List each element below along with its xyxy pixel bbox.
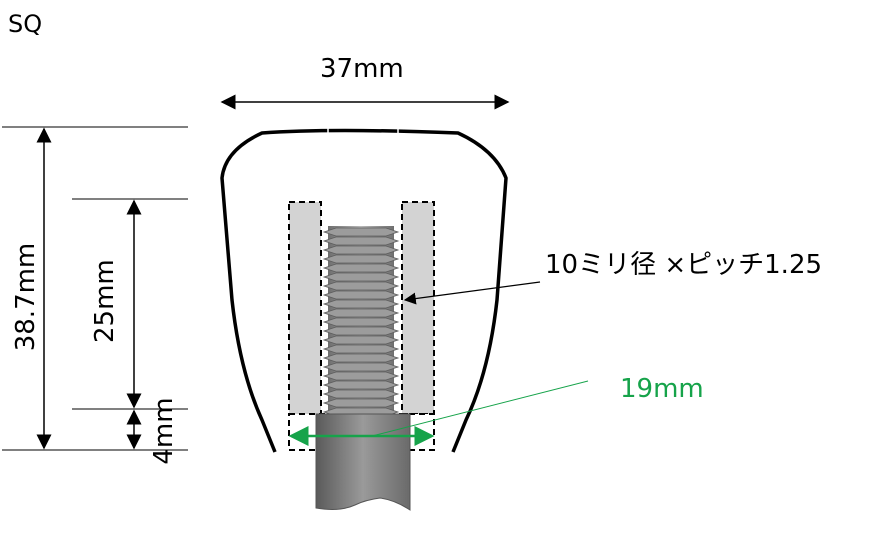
thread-ridge — [322, 317, 400, 327]
thread-ridge — [322, 344, 400, 354]
insert-width-label: 19mm — [620, 374, 704, 404]
thread-ridge — [322, 371, 400, 381]
thread-ridge — [322, 380, 400, 390]
thread-ridge — [322, 254, 400, 264]
insert-width-leader — [371, 380, 589, 437]
extension-lines — [2, 126, 188, 451]
thread-ridge — [322, 281, 400, 291]
thread-ridge — [322, 290, 400, 300]
shift-shaft — [315, 413, 411, 511]
thread-ridge — [322, 362, 400, 372]
thread-ridge — [322, 272, 400, 282]
insert-wall-right — [401, 201, 435, 415]
thread-ridge — [322, 227, 400, 237]
thread-spec-label: 10ミリ径 ×ピッチ1.25 — [545, 250, 823, 280]
knob-outline — [220, 128, 508, 453]
thread-depth-label: 25mm — [90, 259, 120, 343]
width-label: 37mm — [320, 54, 404, 84]
bolt-threads — [322, 227, 400, 417]
thread-spec-leader — [403, 281, 541, 305]
thread-ridge — [322, 263, 400, 273]
thread-ridge — [322, 335, 400, 345]
bottom-gap-label: 4mm — [149, 397, 179, 465]
thread-ridge — [322, 326, 400, 336]
diagram-title: SQ — [8, 10, 43, 38]
threaded-bolt — [322, 226, 400, 417]
total-height-label: 38.7mm — [11, 242, 41, 352]
thread-ridge — [322, 299, 400, 309]
thread-ridge — [322, 245, 400, 255]
thread-ridge — [322, 236, 400, 246]
insert-wall-left — [288, 201, 322, 415]
thread-ridge — [322, 308, 400, 318]
thread-ridge — [322, 398, 400, 408]
thread-ridge — [322, 353, 400, 363]
thread-ridge — [322, 389, 400, 399]
